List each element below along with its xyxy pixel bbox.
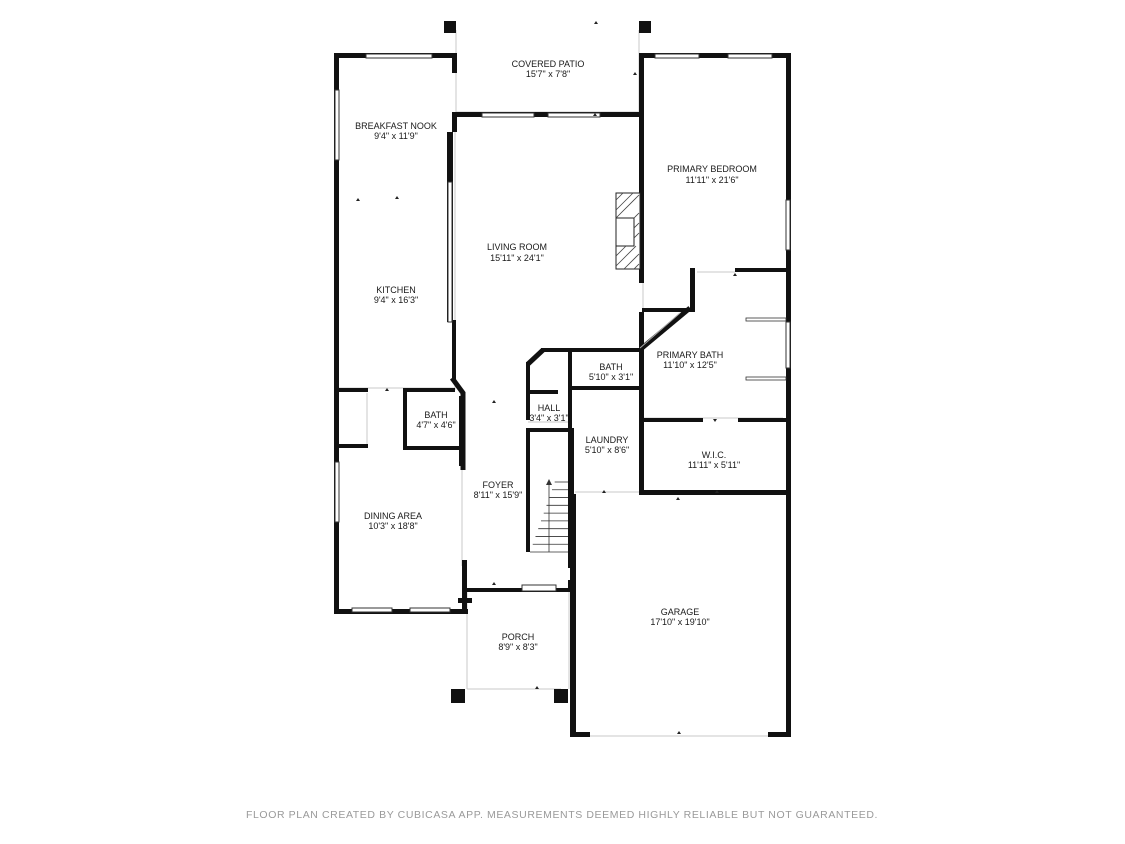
breakfast-nook-dims: 9'4" x 11'9" xyxy=(374,131,418,141)
garage-name: GARAGE xyxy=(661,607,700,617)
living-room-dims: 15'11" x 24'1" xyxy=(490,253,544,263)
fireplace xyxy=(615,192,641,270)
bath-lower-name: BATH xyxy=(424,410,447,420)
angled-walls xyxy=(449,306,692,470)
bath-lower-dims: 4'7" x 4'6" xyxy=(416,420,455,430)
primary-bath-dims: 11'10" x 12'5" xyxy=(663,360,717,370)
garage-dims: 17'10" x 19'10" xyxy=(650,617,709,627)
living-room-name: LIVING ROOM xyxy=(487,242,547,252)
covered-patio-name: COVERED PATIO xyxy=(512,59,585,69)
hall-name: HALL xyxy=(538,403,561,413)
windows xyxy=(334,53,791,613)
dining-area-dims: 10'3" x 18'8" xyxy=(368,521,417,531)
breakfast-nook-name: BREAKFAST NOOK xyxy=(355,121,437,131)
closet-shelves xyxy=(745,317,787,381)
primary-bedroom-name: PRIMARY BEDROOM xyxy=(667,164,757,174)
foyer-name: FOYER xyxy=(482,480,514,490)
wic-name: W.I.C. xyxy=(702,450,727,460)
bath-upper-dims: 5'10" x 3'1" xyxy=(589,372,633,382)
laundry-dims: 5'10" x 8'6" xyxy=(585,445,629,455)
primary-bath-name: PRIMARY BATH xyxy=(657,350,724,360)
door-markers xyxy=(356,21,737,734)
dining-area-name: DINING AREA xyxy=(364,511,422,521)
laundry-name: LAUNDRY xyxy=(586,435,629,445)
hall-dims: 3'4" x 3'1" xyxy=(529,413,568,423)
stair-arrow-head xyxy=(546,479,552,485)
room-labels: COVERED PATIO 15'7" x 7'8" BREAKFAST NOO… xyxy=(355,59,757,652)
primary-bedroom-dims: 11'11" x 21'6" xyxy=(685,175,738,185)
footer-disclaimer: FLOOR PLAN CREATED BY CUBICASA APP. MEAS… xyxy=(246,809,878,821)
stairs xyxy=(530,479,568,553)
covered-patio-dims: 15'7" x 7'8" xyxy=(526,69,570,79)
kitchen-name: KITCHEN xyxy=(376,285,416,295)
bath-upper-name: BATH xyxy=(599,362,622,372)
porch-dims: 8'9" x 8'3" xyxy=(498,642,537,652)
wic-dims: 11'11" x 5'11" xyxy=(688,460,740,470)
foyer-dims: 8'11" x 15'9" xyxy=(474,490,523,500)
kitchen-dims: 9'4" x 16'3" xyxy=(374,295,418,305)
porch-name: PORCH xyxy=(502,632,535,642)
